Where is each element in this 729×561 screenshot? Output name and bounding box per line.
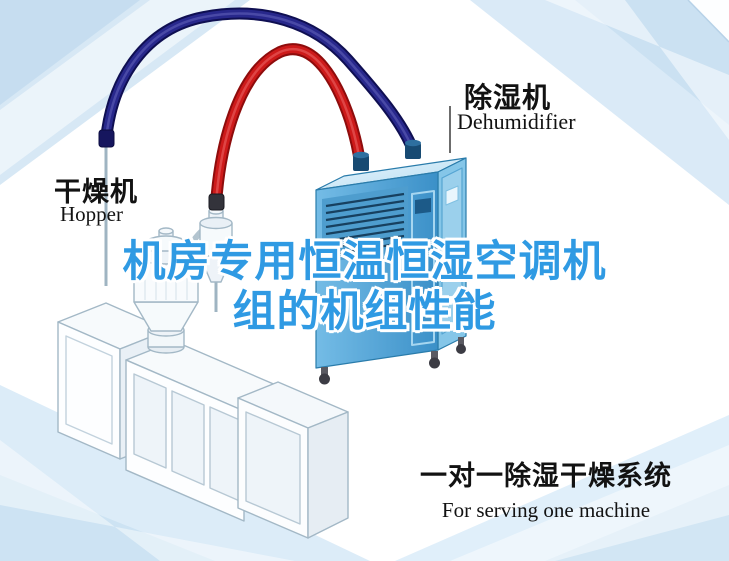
page-title-line2: 组的机组性能 (232, 288, 497, 336)
system-caption: 一对一除湿干燥系统 For serving one machine (408, 454, 684, 523)
hopper-machine-illustration (57, 146, 349, 539)
dehumidifier-label-cn: 除湿机 (464, 82, 552, 113)
hopper-label-en: Hopper (60, 202, 123, 226)
page-title-line1: 机房专用恒温恒湿空调机 (122, 238, 607, 286)
navy-hose (100, 7, 419, 156)
dehumidifier-label-en: Dehumidifier (457, 109, 576, 134)
page-title: 机房专用恒温恒湿空调机 组的机组性能 (0, 237, 729, 337)
system-caption-cn: 一对一除湿干燥系统 (420, 461, 672, 491)
red-hose (210, 43, 366, 210)
hose-fittings (98, 129, 421, 211)
dehumidifier-illustration (315, 157, 467, 385)
system-caption-en: For serving one machine (441, 498, 651, 522)
hopper-label-cn: 干燥机 (54, 177, 138, 207)
